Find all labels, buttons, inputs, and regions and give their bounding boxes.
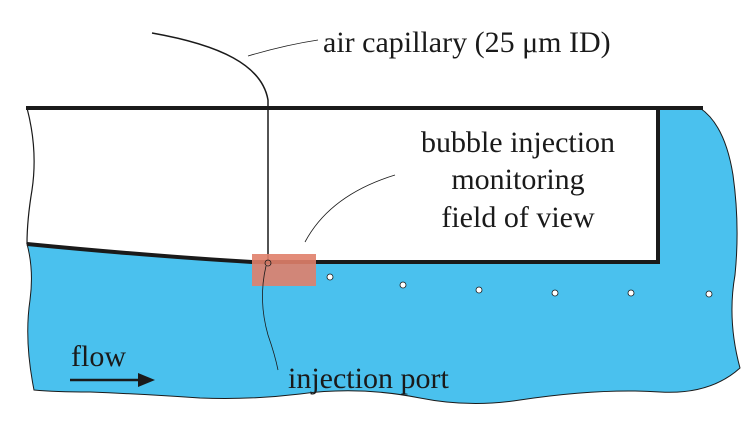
bubble: [705, 290, 713, 298]
injection-port-leader: [262, 265, 279, 371]
bubble: [326, 273, 334, 281]
monitoring-label-line2: monitoring: [451, 163, 584, 196]
flow-arrow: [70, 373, 155, 387]
air-capillary-leader: [247, 39, 319, 57]
injection-port-label: injection port: [288, 362, 449, 395]
fluid-region: [26, 107, 741, 405]
monitoring-window: [252, 254, 316, 286]
monitoring-label-line3: field of view: [441, 201, 595, 234]
bubble: [399, 281, 407, 289]
air-capillary-label: air capillary (25 μm ID): [323, 26, 611, 59]
bubble: [627, 289, 635, 297]
monitoring-leader: [304, 174, 396, 243]
monitoring-label-line1: bubble injection: [421, 126, 615, 159]
bubbles: [326, 273, 713, 298]
injection-port-marker: [264, 259, 272, 267]
bubble: [551, 289, 559, 297]
bubble: [475, 286, 483, 294]
flow-label: flow: [71, 340, 126, 373]
channel-left-edge: [26, 107, 35, 245]
block-bottom-wall: [26, 242, 660, 264]
air-capillary: [151, 32, 269, 262]
